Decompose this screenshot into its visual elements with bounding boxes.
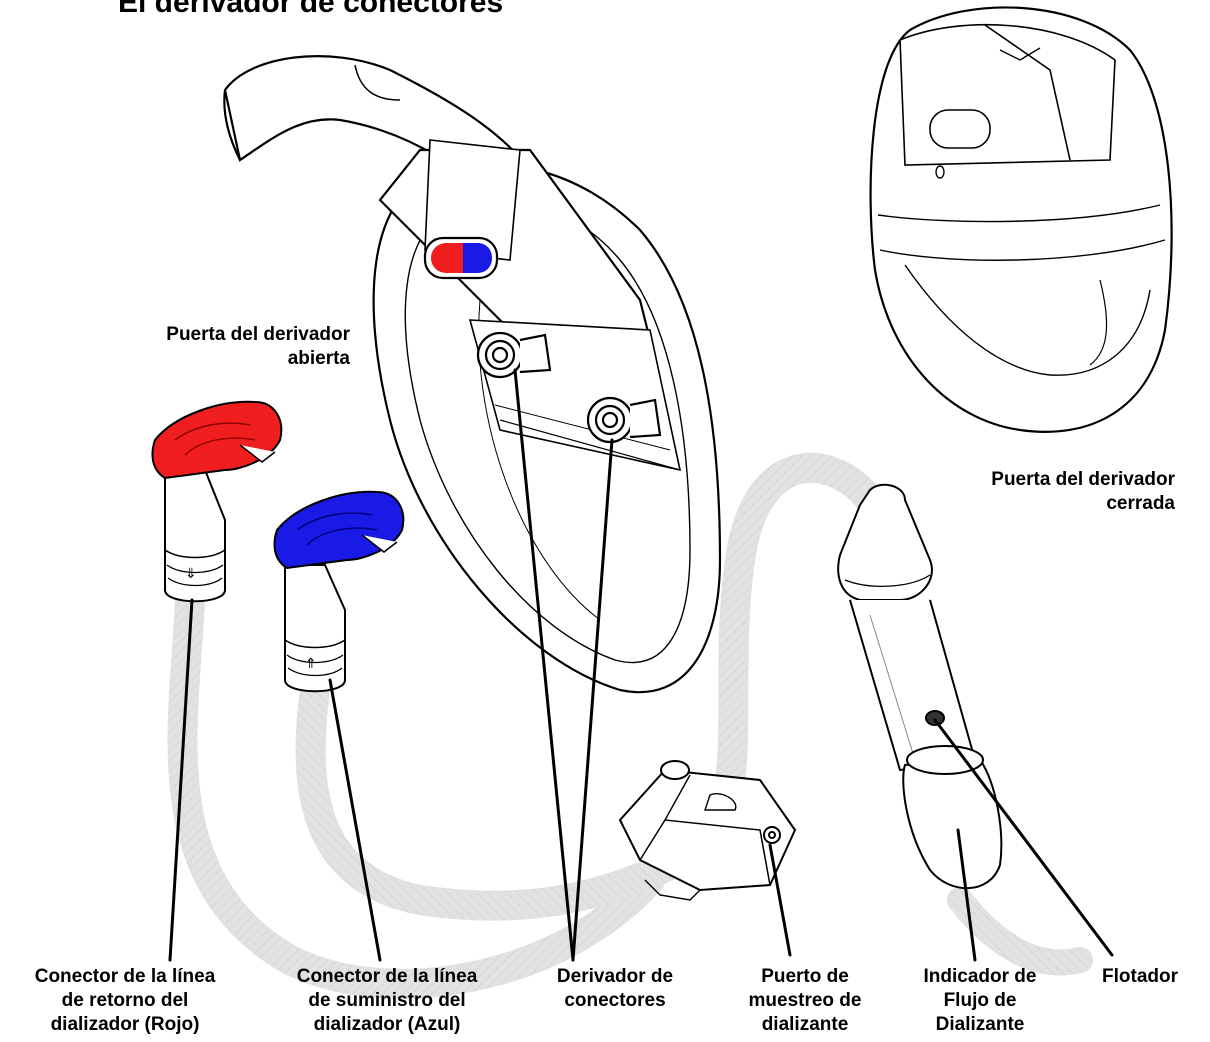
flow-indicator (838, 485, 1001, 888)
label-shunt: Derivador de conectores (520, 965, 710, 1013)
label-return-connector: Conector de la línea de retorno del dial… (0, 965, 250, 1037)
red-connector: ⇓ (152, 402, 281, 601)
shunt-port-2 (588, 398, 660, 442)
svg-text:⇓: ⇓ (185, 566, 197, 582)
leader-supply-connector (330, 680, 380, 960)
label-flow-indicator: Indicador de Flujo de Dializante (905, 965, 1055, 1037)
label-closed-door: Puerta del derivador cerrada (900, 468, 1175, 516)
closed-door-illustration (871, 7, 1172, 431)
label-float: Flotador (1080, 965, 1200, 989)
label-sample-port: Puerto de muestreo de dializante (730, 965, 880, 1037)
label-supply-connector: Conector de la línea de suministro del d… (262, 965, 512, 1037)
label-open-door: Puerta del derivador abierta (80, 323, 350, 371)
blue-connector: ⇑ (274, 492, 403, 691)
color-badge-red (431, 243, 463, 273)
svg-text:⇑: ⇑ (305, 656, 317, 672)
color-badge-blue (463, 243, 492, 273)
diagram-title: El derivador de conectores (118, 0, 503, 20)
float (926, 711, 944, 725)
